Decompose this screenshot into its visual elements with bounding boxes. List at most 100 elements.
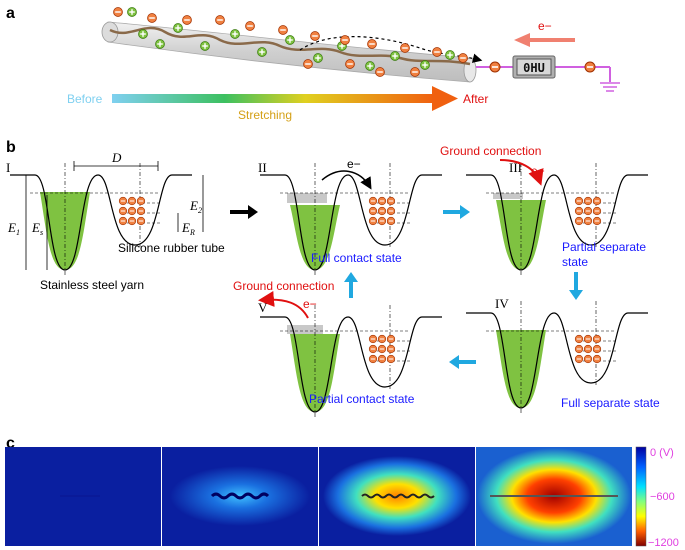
potential-well-diagram bbox=[10, 163, 192, 275]
positive-charge bbox=[285, 35, 295, 45]
D-label: D bbox=[111, 150, 122, 165]
positive-charge bbox=[173, 23, 183, 33]
ground-symbol-icon bbox=[600, 82, 620, 92]
minus-bar bbox=[184, 19, 190, 21]
electron-label-II: e− bbox=[347, 157, 361, 171]
trapped-electron-minus bbox=[379, 220, 385, 222]
full-separate-label: Full separate state bbox=[561, 396, 660, 410]
trapped-electron-minus bbox=[594, 348, 600, 350]
trapped-electron-minus bbox=[370, 200, 376, 202]
trapped-electron-minus bbox=[379, 358, 385, 360]
trapped-electron-minus bbox=[585, 338, 591, 340]
negative-charge bbox=[278, 25, 288, 35]
trapped-electron-minus bbox=[585, 220, 591, 222]
plus-v bbox=[177, 25, 179, 31]
stage-II-label: II bbox=[258, 160, 267, 175]
trapped-electron-minus bbox=[370, 348, 376, 350]
stage-V-label: V bbox=[258, 300, 268, 315]
trapped-electron-minus bbox=[594, 200, 600, 202]
stage-IV-label: IV bbox=[495, 296, 509, 311]
trapped-electron-minus bbox=[379, 210, 385, 212]
panel-label-b: b bbox=[6, 139, 16, 156]
steel-well-fill bbox=[40, 192, 90, 270]
positive-charge bbox=[127, 7, 137, 17]
colorbar-mid-label: −600 bbox=[650, 491, 675, 503]
potential-curve bbox=[466, 312, 648, 409]
potential-curve bbox=[466, 174, 648, 271]
minus-bar bbox=[149, 17, 155, 19]
trapped-electron-minus bbox=[379, 348, 385, 350]
negative-charge bbox=[410, 67, 420, 77]
minus-bar bbox=[434, 51, 440, 53]
trapped-electron-minus bbox=[388, 338, 394, 340]
trapped-electron-minus bbox=[594, 338, 600, 340]
trapped-electron-minus bbox=[585, 200, 591, 202]
positive-charge bbox=[230, 29, 240, 39]
minus-bar bbox=[312, 35, 318, 37]
partial-separate-label-1: Partial separate bbox=[562, 240, 646, 254]
stretching-arrow-bar bbox=[112, 94, 434, 103]
potential-curve bbox=[260, 316, 442, 413]
trapped-electron-minus bbox=[120, 220, 126, 222]
trapped-electron-minus bbox=[594, 358, 600, 360]
field-map-3-yarn bbox=[361, 493, 435, 499]
E2-label: E2 bbox=[189, 198, 202, 215]
electron-wire-1-minus bbox=[492, 66, 498, 68]
negative-charge bbox=[245, 21, 255, 31]
minus-bar bbox=[377, 71, 383, 73]
plus-v bbox=[142, 31, 144, 37]
electron-flow-label: e− bbox=[538, 19, 552, 33]
trapped-electron-minus bbox=[585, 210, 591, 212]
potential-well-diagram bbox=[260, 163, 442, 275]
field-map-2-glow bbox=[170, 466, 310, 526]
electron-flow-arrow bbox=[514, 33, 575, 47]
arrow-V-to-II bbox=[344, 272, 358, 298]
colorbar-bottom-label: −1200 bbox=[648, 537, 679, 549]
trapped-electron-minus bbox=[370, 338, 376, 340]
arrow-IV-to-V bbox=[449, 355, 476, 369]
potential-well-diagram bbox=[260, 305, 442, 417]
colorbar-top-label: 0 (V) bbox=[650, 447, 674, 459]
negative-charge bbox=[147, 13, 157, 23]
plus-v bbox=[261, 49, 263, 55]
positive-charge bbox=[313, 53, 323, 63]
positive-charge bbox=[200, 41, 210, 51]
electron-wire-2-minus bbox=[587, 66, 593, 68]
positive-charge bbox=[365, 61, 375, 71]
minus-bar bbox=[412, 71, 418, 73]
negative-charge bbox=[432, 47, 442, 57]
negative-charge bbox=[310, 31, 320, 41]
negative-charge bbox=[458, 53, 468, 63]
trapped-electron-minus bbox=[129, 200, 135, 202]
trapped-electron-minus bbox=[370, 358, 376, 360]
trapped-electron-minus bbox=[370, 210, 376, 212]
trapped-electron-minus bbox=[370, 220, 376, 222]
minus-bar bbox=[217, 19, 223, 21]
partial-separate-label-2: state bbox=[562, 255, 588, 269]
arrow-II-to-III bbox=[443, 205, 470, 219]
negative-charge bbox=[340, 35, 350, 45]
negative-charge bbox=[400, 43, 410, 53]
trapped-electron-minus bbox=[576, 210, 582, 212]
negative-charge bbox=[367, 39, 377, 49]
negative-charge bbox=[375, 67, 385, 77]
trapped-electron-minus bbox=[576, 348, 582, 350]
potential-curve bbox=[260, 174, 442, 271]
trapped-electron-minus bbox=[576, 338, 582, 340]
minus-bar bbox=[347, 63, 353, 65]
negative-charge bbox=[215, 15, 225, 25]
electrometer-readout: 0HU bbox=[523, 61, 545, 75]
arrow-I-to-II bbox=[230, 205, 258, 219]
plus-v bbox=[204, 43, 206, 49]
transfer-arrow-II bbox=[321, 170, 372, 190]
trapped-electron-minus bbox=[594, 210, 600, 212]
ground-connection-label-III: Ground connection bbox=[440, 144, 541, 158]
plus-v bbox=[394, 53, 396, 59]
electrometer-screen bbox=[516, 58, 552, 76]
potential-well-diagram bbox=[466, 301, 648, 413]
negative-charge bbox=[303, 59, 313, 69]
trapped-electron-minus bbox=[388, 220, 394, 222]
minus-bar bbox=[402, 47, 408, 49]
steel-well-fill bbox=[496, 330, 546, 408]
trapped-electron-minus bbox=[576, 200, 582, 202]
